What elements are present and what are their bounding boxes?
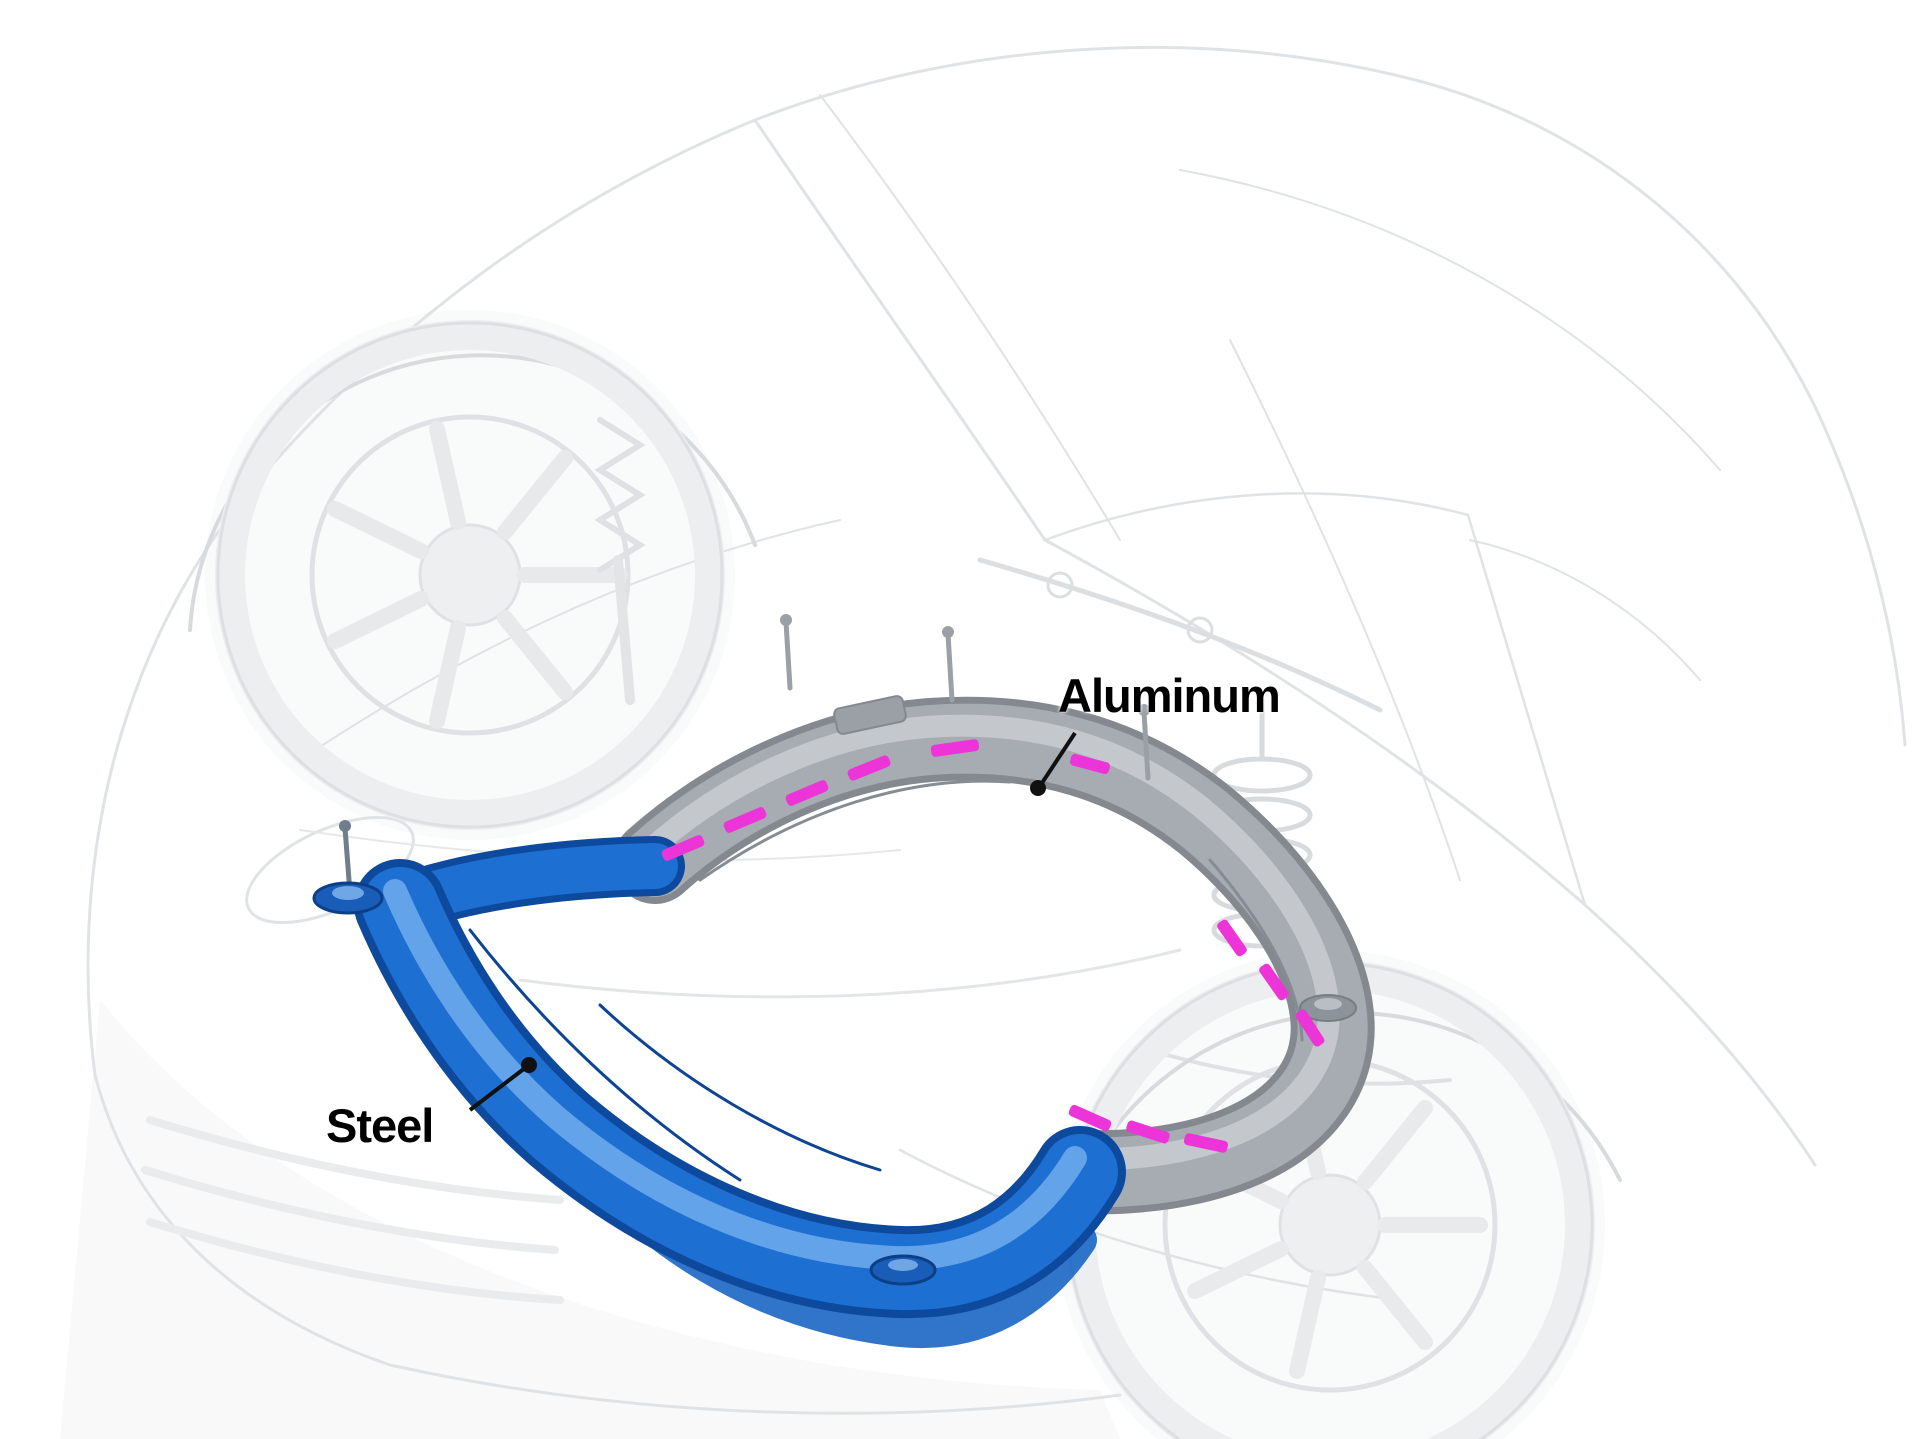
engine-bay-line bbox=[518, 948, 1182, 999]
front-strut-spring bbox=[594, 417, 646, 573]
rocker-line bbox=[898, 1148, 1402, 1302]
aluminum-band-highlight bbox=[640, 714, 1340, 1171]
aluminum-mount-studs bbox=[783, 619, 1151, 781]
front-body-shade bbox=[60, 1000, 1120, 1439]
weld-mark bbox=[1295, 1009, 1325, 1047]
weld-mark bbox=[723, 807, 767, 833]
weld-mark bbox=[785, 780, 829, 806]
aluminum-detail-line bbox=[698, 779, 1012, 882]
steel-bushing-front-top bbox=[888, 1259, 918, 1271]
front-wheel-arch bbox=[188, 353, 757, 632]
steel-bushing-left-top bbox=[332, 886, 364, 900]
front-tire-edge bbox=[216, 321, 724, 829]
aluminum-stud-caps bbox=[780, 614, 1150, 716]
b-pillar-line bbox=[1466, 513, 1587, 907]
weld-mark bbox=[1217, 919, 1247, 957]
grille-slat bbox=[141, 1166, 559, 1254]
steel-detail-line bbox=[468, 928, 742, 1182]
weld-mark bbox=[847, 755, 891, 781]
weld-mark bbox=[930, 739, 980, 757]
weld-mark bbox=[1259, 963, 1289, 1001]
steel-detail-line bbox=[598, 1003, 882, 1172]
weld-mark bbox=[661, 835, 705, 861]
aluminum-mount-plate bbox=[833, 695, 907, 735]
steel-stud-cap bbox=[339, 820, 351, 832]
weld-mark bbox=[1068, 1104, 1112, 1132]
aluminum-bushing-top bbox=[1314, 998, 1342, 1010]
grille-slat bbox=[146, 1218, 564, 1304]
weld-mark bbox=[1183, 1133, 1229, 1153]
steering-joint bbox=[1186, 616, 1214, 644]
hood-cut-line bbox=[299, 519, 841, 761]
callout-leaders bbox=[468, 731, 1077, 1112]
front-strut-rod bbox=[613, 555, 635, 705]
beltline bbox=[1043, 538, 1817, 1167]
aluminum-leader-line bbox=[1038, 731, 1077, 788]
weld-marks bbox=[661, 739, 1325, 1153]
steering-joint bbox=[1046, 571, 1074, 599]
lower-sill-line bbox=[388, 1363, 1122, 1415]
rear-window-line bbox=[1469, 539, 1701, 681]
steel-band-highlight bbox=[383, 879, 1087, 1271]
cowl-line bbox=[1043, 492, 1470, 542]
steel-leader-line bbox=[468, 1066, 527, 1112]
subframe-steel bbox=[312, 820, 1126, 1348]
weld-mark bbox=[1070, 753, 1110, 775]
a-pillar-inner-line bbox=[819, 94, 1121, 541]
subframe-aluminum bbox=[613, 614, 1375, 1215]
front-bumper-line bbox=[93, 1073, 392, 1367]
front-wheel-spokes bbox=[327, 421, 628, 729]
front-wheel bbox=[188, 320, 757, 830]
weld-mark bbox=[1126, 1120, 1170, 1144]
aluminum-marker-dot bbox=[1030, 780, 1046, 796]
roof-inner-line bbox=[1179, 169, 1721, 471]
steel-marker-dot bbox=[521, 1057, 537, 1073]
front-tire bbox=[215, 320, 725, 830]
grille-slat bbox=[146, 1116, 564, 1204]
aluminum-label: Aluminum bbox=[1058, 669, 1281, 722]
door-cut-line bbox=[1229, 339, 1461, 881]
a-pillar-line bbox=[753, 118, 1047, 542]
steel-label: Steel bbox=[326, 1099, 434, 1152]
roof-line bbox=[753, 46, 1907, 747]
